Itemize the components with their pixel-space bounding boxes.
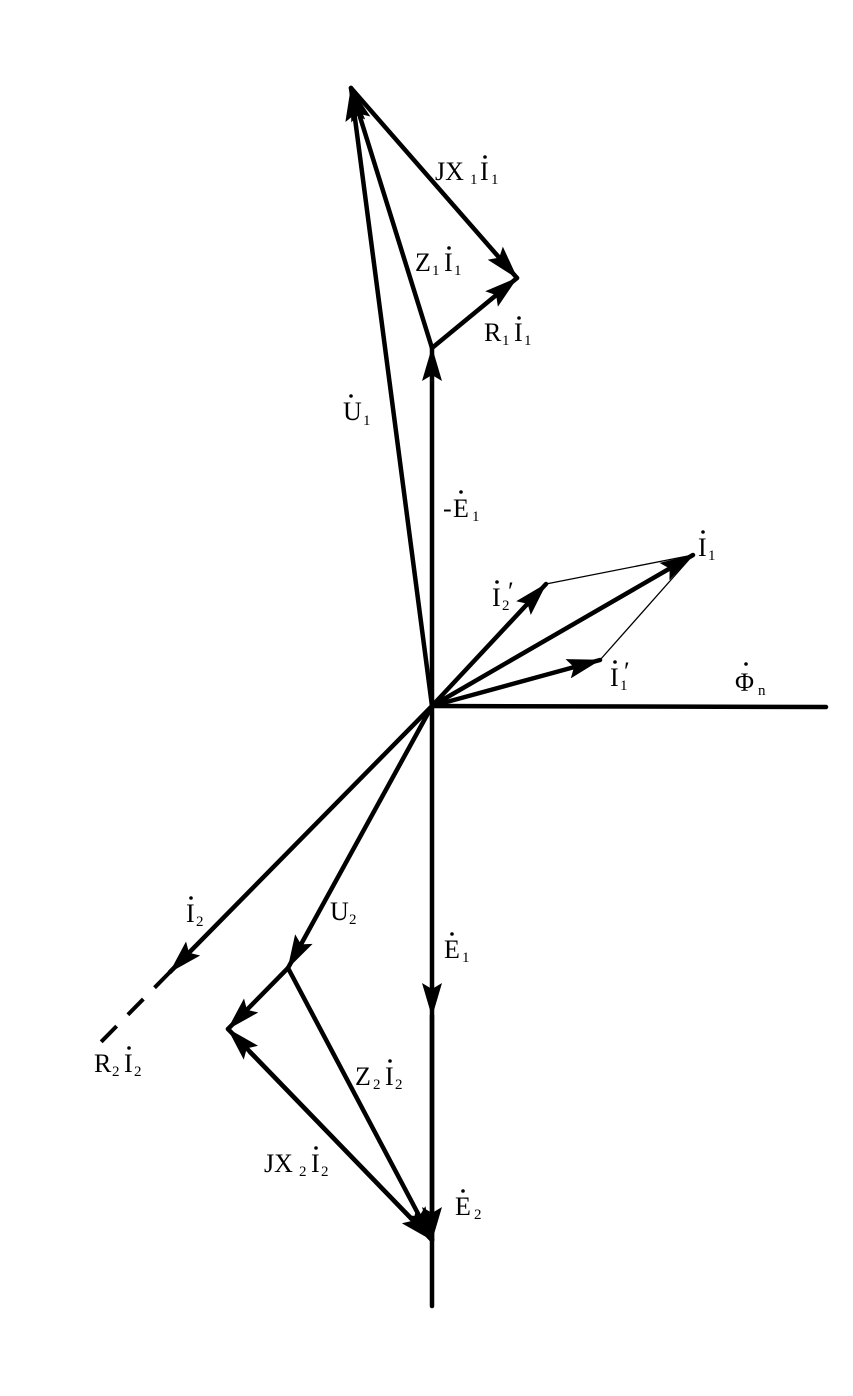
- e2-label: E 2: [455, 1189, 482, 1223]
- jx1i1-label: JX 1 I 1: [435, 155, 499, 188]
- u2-label: U 2: [330, 897, 357, 928]
- svg-text:1: 1: [432, 263, 440, 279]
- svg-text:1: 1: [363, 413, 371, 429]
- neg-e1-label: - E 1: [443, 490, 480, 525]
- jx2i2-vector-head2: [247, 1049, 435, 1243]
- svg-text:JX: JX: [435, 157, 464, 186]
- e1-label: E 1: [444, 932, 470, 966]
- svg-text:I: I: [311, 1149, 320, 1178]
- svg-text:E: E: [453, 494, 469, 523]
- i1-prime-vector: [429, 657, 603, 709]
- z1i1-label: Z 1 I 1: [415, 246, 462, 279]
- svg-text:1: 1: [462, 950, 470, 966]
- u1-label: U 1: [343, 394, 371, 429]
- svg-text:I: I: [444, 248, 453, 277]
- svg-text:2: 2: [395, 1077, 403, 1093]
- i2-prime-label: I 2 ′: [492, 577, 514, 614]
- r1i1-vector: [429, 275, 520, 351]
- svg-text:R: R: [484, 318, 502, 347]
- svg-text:R: R: [94, 1049, 112, 1078]
- svg-text:Φ: Φ: [735, 668, 754, 697]
- svg-text:2: 2: [474, 1207, 482, 1223]
- svg-text:U: U: [330, 897, 349, 926]
- svg-text:Z: Z: [355, 1062, 371, 1091]
- svg-text:-: -: [443, 494, 452, 523]
- i1-prime-label: I 1 ′: [610, 657, 630, 694]
- u2-vector: [285, 703, 435, 971]
- parallelogram-right-line: [599, 554, 694, 661]
- svg-text:E: E: [444, 935, 460, 964]
- svg-text:I: I: [385, 1062, 394, 1091]
- jx1i1-vector: [348, 85, 520, 281]
- svg-text:2: 2: [196, 914, 204, 930]
- svg-text:2: 2: [502, 598, 510, 614]
- r2i2-vector: [225, 965, 291, 1032]
- r2i2-label: R 2 I 2: [94, 1046, 142, 1080]
- svg-text:JX: JX: [264, 1149, 293, 1178]
- svg-text:1: 1: [491, 172, 499, 188]
- svg-text:2: 2: [349, 912, 357, 928]
- svg-text:1: 1: [708, 548, 716, 564]
- svg-text:I: I: [610, 663, 619, 692]
- z2i2-label: Z 2 I 2: [355, 1059, 403, 1093]
- svg-text:E: E: [455, 1192, 471, 1221]
- parallelogram-top-line: [545, 554, 694, 585]
- i1-label: I 1: [698, 530, 716, 564]
- svg-text:2: 2: [373, 1077, 381, 1093]
- svg-text:2: 2: [321, 1164, 329, 1180]
- svg-text:′: ′: [508, 577, 514, 606]
- i2-vector: [167, 703, 435, 975]
- svg-text:1: 1: [524, 333, 532, 349]
- svg-text:1: 1: [454, 263, 462, 279]
- svg-text:Z: Z: [415, 248, 431, 277]
- z1i1-vector: [348, 85, 435, 351]
- i1-vector: [429, 552, 696, 709]
- svg-text:′: ′: [624, 657, 630, 686]
- svg-text:2: 2: [134, 1064, 142, 1080]
- r1i1-label: R 1 I 1: [484, 316, 532, 349]
- svg-text:U: U: [343, 397, 362, 426]
- i2-prime-vector: [429, 581, 549, 709]
- svg-text:I: I: [186, 899, 195, 928]
- svg-text:n: n: [758, 683, 766, 699]
- svg-text:2: 2: [299, 1164, 307, 1180]
- u1-vector: [345, 85, 435, 709]
- svg-text:1: 1: [502, 333, 510, 349]
- svg-text:1: 1: [470, 172, 478, 188]
- svg-text:I: I: [492, 583, 501, 612]
- jx2i2-label: JX 2 I 2: [264, 1146, 329, 1180]
- svg-text:I: I: [514, 318, 523, 347]
- svg-text:I: I: [124, 1049, 133, 1078]
- svg-text:1: 1: [472, 509, 480, 525]
- phi-axis: [429, 703, 829, 710]
- svg-text:1: 1: [620, 678, 628, 694]
- svg-text:I: I: [480, 157, 489, 186]
- i2-label: I 2: [186, 896, 204, 930]
- svg-text:I: I: [698, 533, 707, 562]
- svg-text:2: 2: [112, 1064, 120, 1080]
- phi-label: Φ n: [735, 662, 766, 699]
- r2i2-dashed-line: [98, 970, 172, 1045]
- z2i2-vector: [285, 965, 435, 1243]
